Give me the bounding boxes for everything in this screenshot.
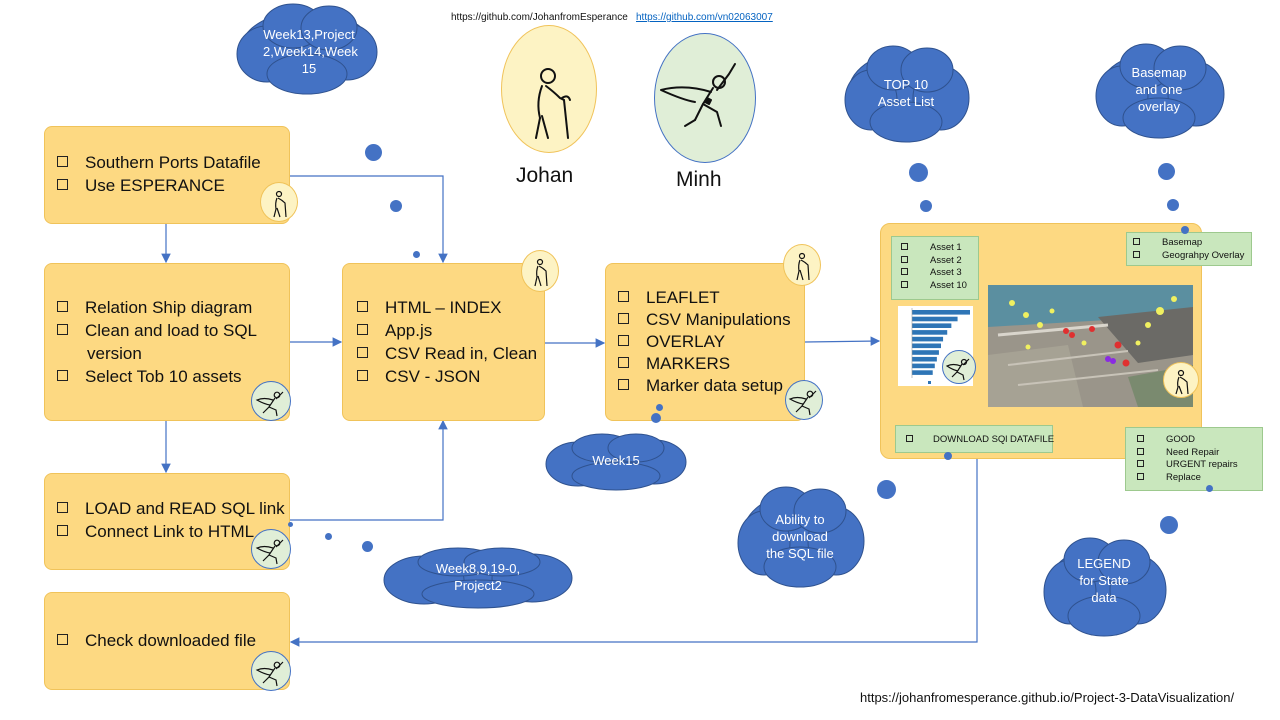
- github-link-johan[interactable]: https://github.com/JohanfromEsperance: [451, 12, 628, 23]
- download-sql-button[interactable]: DOWNLOAD SQl DATAFILE: [895, 425, 1055, 453]
- list-item-continuation: version: [87, 344, 142, 363]
- mini-bar: [912, 363, 935, 369]
- thought-dot: [944, 452, 952, 460]
- mini-bar: [912, 356, 937, 362]
- thought-dot: [413, 251, 420, 258]
- elderly-person-icon: [1163, 362, 1199, 398]
- leaflet-box: LEAFLET CSV Manipulations OVERLAY MARKER…: [605, 263, 805, 421]
- list-item: Connect Link to HTML: [57, 521, 254, 543]
- elderly-person-icon: [260, 182, 298, 222]
- mini-bar: [912, 336, 944, 342]
- list-item: LEAFLET: [618, 287, 720, 309]
- thought-dot: [365, 144, 382, 161]
- cloud-week8: Week8,9,19-0,Project2: [378, 546, 578, 610]
- result-box: Asset 1 Asset 2 Asset 3 Asset 10 Basemap…: [880, 223, 1252, 459]
- thought-dot: [1206, 485, 1213, 492]
- list-item: CSV Manipulations: [618, 309, 791, 331]
- mini-bar: [912, 343, 941, 349]
- list-item: Use ESPERANCE: [57, 175, 225, 197]
- list-item: CSV - JSON: [357, 366, 480, 388]
- mini-bar: [912, 370, 933, 375]
- thought-dot: [651, 413, 661, 423]
- thought-dot: [288, 522, 293, 527]
- list-item: Southern Ports Datafile: [57, 152, 261, 174]
- mini-bar: [912, 323, 952, 328]
- map-image: [988, 285, 1193, 407]
- list-item: Asset 3: [901, 267, 978, 280]
- list-item: Check downloaded file: [57, 630, 256, 652]
- list-item: URGENT repairs: [1137, 459, 1262, 472]
- list-item: OVERLAY: [618, 331, 725, 353]
- list-item: Clean and load to SQL: [57, 320, 257, 342]
- layer-list: Basemap Geograhpy Overlay: [1126, 232, 1252, 266]
- minh-name: Minh: [676, 168, 722, 191]
- superhero-icon: [660, 63, 736, 127]
- list-item: Asset 2: [901, 255, 978, 268]
- cloud-week15: Week15: [542, 430, 690, 492]
- list-item: MARKERS: [618, 353, 730, 375]
- list-item: Asset 10: [901, 280, 978, 293]
- html-box: HTML – INDEX App.js CSV Read in, Clean C…: [342, 263, 545, 421]
- top10-asset-list: Asset 1 Asset 2 Asset 3 Asset 10: [891, 236, 979, 300]
- state-legend: GOOD Need Repair URGENT repairs Replace: [1125, 427, 1263, 491]
- mini-bar: [912, 310, 970, 315]
- list-item: LOAD and READ SQL link: [57, 498, 285, 520]
- thought-dot: [1181, 226, 1189, 234]
- download-label: DOWNLOAD SQl DATAFILE: [933, 434, 1055, 445]
- list-item: Basemap: [1133, 237, 1251, 250]
- list-item: Asset 1: [901, 242, 978, 255]
- list-item: Select Tob 10 assets: [57, 366, 242, 388]
- johan-name: Johan: [516, 164, 574, 187]
- list-item: Relation Ship diagram: [57, 297, 252, 319]
- sql-link-box: LOAD and READ SQL link Connect Link to H…: [44, 473, 290, 570]
- thought-dot: [1160, 516, 1178, 534]
- list-item: Geograhpy Overlay: [1133, 250, 1251, 263]
- thought-dot: [325, 533, 332, 540]
- thought-dot: [877, 480, 896, 499]
- list-item: CSV Read in, Clean: [357, 343, 537, 365]
- superhero-icon: [251, 529, 291, 569]
- thought-dot: [1167, 199, 1179, 211]
- thought-dot: [909, 163, 928, 182]
- mini-bar: [912, 316, 958, 322]
- check-download-box: Check downloaded file: [44, 592, 290, 690]
- list-item: HTML – INDEX: [357, 297, 502, 319]
- elderly-person-icon: [521, 250, 559, 292]
- elderly-person-icon: [535, 68, 571, 139]
- list-item: Marker data setup: [618, 375, 783, 397]
- datafile-box: Southern Ports Datafile Use ESPERANCE: [44, 126, 290, 224]
- list-item: GOOD: [1137, 434, 1262, 447]
- list-item: App.js: [357, 320, 432, 342]
- list-item: Replace: [1137, 472, 1262, 485]
- thought-dot: [1158, 163, 1175, 180]
- superhero-icon: [942, 350, 976, 384]
- sql-prep-box: Relation Ship diagram Clean and load to …: [44, 263, 290, 421]
- list-item: Need Repair: [1137, 447, 1262, 460]
- elderly-person-icon: [783, 244, 821, 286]
- mini-bar: [912, 350, 939, 355]
- superhero-icon: [251, 381, 291, 421]
- github-link-minh[interactable]: https://github.com/vn02063007: [636, 12, 773, 23]
- thought-dot: [362, 541, 373, 552]
- project-site-link[interactable]: https://johanfromesperance.github.io/Pro…: [860, 690, 1235, 705]
- johan-avatar: [501, 25, 597, 153]
- thought-dot: [390, 200, 402, 212]
- minh-avatar: [654, 33, 756, 163]
- superhero-icon: [251, 651, 291, 691]
- thought-dot: [656, 404, 663, 411]
- mini-bar: [912, 330, 948, 335]
- thought-dot: [920, 200, 932, 212]
- superhero-icon: [785, 380, 823, 420]
